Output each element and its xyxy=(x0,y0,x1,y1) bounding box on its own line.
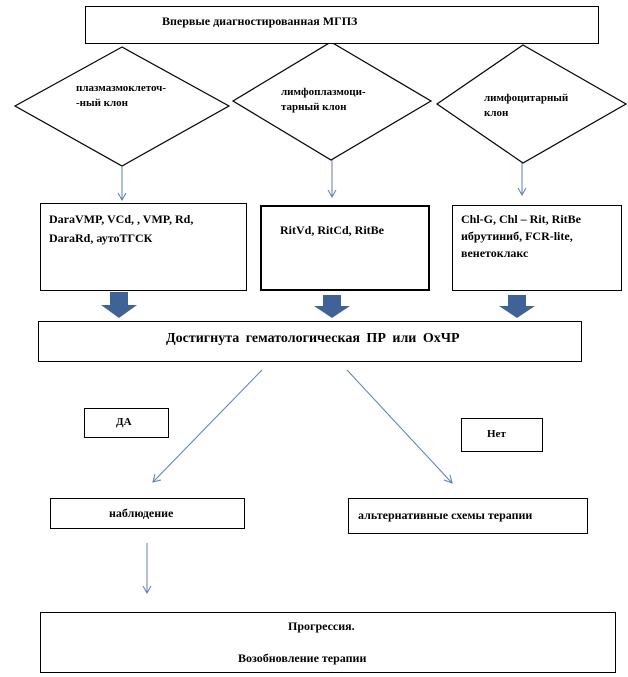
clone-label-lymphocyte: лимфоцитарный клон xyxy=(484,92,569,119)
clone-label-lymphoplasma: лимфоплазмоци- тарный клон xyxy=(281,86,366,113)
observation-box: наблюдение xyxy=(50,498,245,529)
progression-text: Прогрессия. xyxy=(288,619,355,633)
therapy-text-lymphoplasma: RitVd, RitCd, RitBe xyxy=(280,223,384,237)
no-box: Нет xyxy=(461,418,543,452)
resume-therapy-text: Возобновление терапии xyxy=(238,651,367,665)
block-arrows xyxy=(101,292,535,318)
therapy-text-plasma: DaraVMP, VCd, , VMP, Rd, DaraRd, аутоТГС… xyxy=(49,212,194,245)
alternative-box: альтернативные схемы терапии xyxy=(348,498,588,534)
alternative-text: альтернативные схемы терапии xyxy=(358,508,533,522)
block-arrow-right xyxy=(499,295,535,318)
block-arrow-left xyxy=(101,292,137,318)
progression-box: Прогрессия. Возобновление терапии xyxy=(40,612,616,673)
clone-label-plasma: плазмазмоклеточ- -ный клон xyxy=(76,82,167,109)
response-box: Достигнута гематологическая ПР или ОхЧР xyxy=(38,321,582,362)
diamond-lymphocyte-clone xyxy=(435,44,628,164)
block-arrow-middle xyxy=(314,295,350,318)
therapy-box-plasma: DaraVMP, VCd, , VMP, Rd, DaraRd, аутоТГС… xyxy=(40,203,247,291)
response-text: Достигнута гематологическая ПР или ОхЧР xyxy=(166,331,460,346)
yes-box: ДА xyxy=(84,408,169,438)
observation-text: наблюдение xyxy=(109,506,174,520)
diamond-lymphoplasma-clone xyxy=(231,41,433,161)
no-label: Нет xyxy=(487,428,506,440)
therapy-text-lymphocyte: Chl-G, Chl – Rit, RitBe ибрутиниб, FCR-l… xyxy=(461,212,581,260)
clone-arrows xyxy=(117,160,527,202)
yes-label: ДА xyxy=(116,416,132,428)
therapy-box-lymphoplasma: RitVd, RitCd, RitBe xyxy=(260,205,430,291)
title-box: Впервые диагностированная МГПЗ xyxy=(85,6,599,44)
outcome-arrows xyxy=(142,369,453,595)
title-text: Впервые диагностированная МГПЗ xyxy=(162,14,358,28)
therapy-box-lymphocyte: Chl-G, Chl – Rit, RitBe ибрутиниб, FCR-l… xyxy=(452,205,622,291)
